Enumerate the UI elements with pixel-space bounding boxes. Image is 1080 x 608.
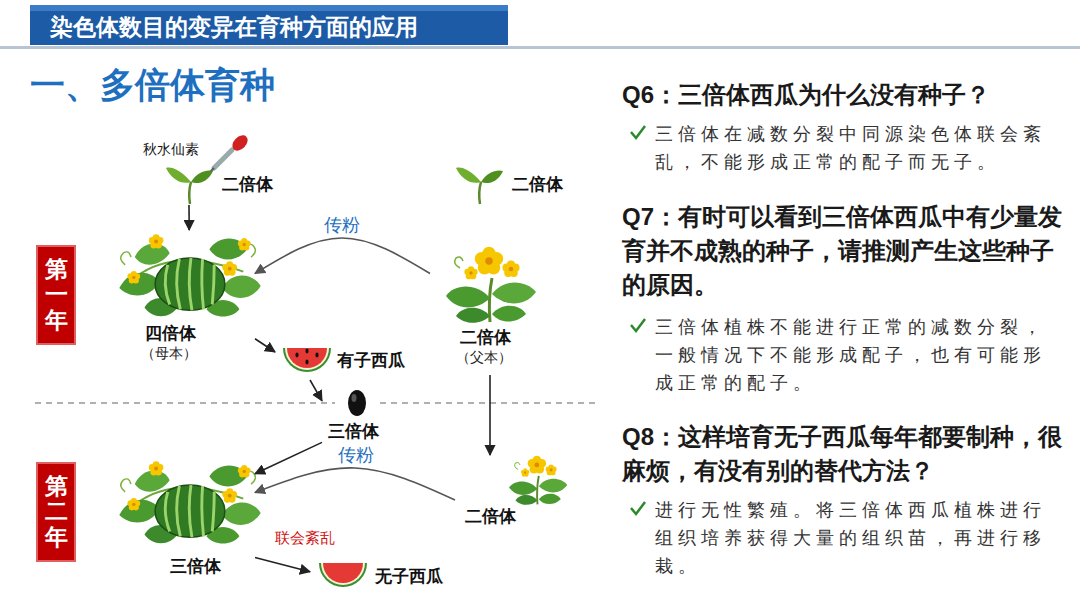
pollination-arc — [255, 468, 455, 500]
node-label: 三倍体 — [328, 420, 379, 443]
title-bar-shine — [30, 5, 508, 11]
year-badge: 第一年 — [36, 245, 76, 345]
flow-arrow — [188, 205, 190, 230]
dropper — [209, 132, 251, 173]
question: Q6：三倍体西瓜为什么没有种子？ — [622, 78, 1072, 112]
seedling-node: 二倍体 — [455, 160, 575, 205]
node-label: 二倍体 — [460, 326, 511, 349]
node-label: （父本） — [456, 349, 512, 367]
node-label: 二倍体 — [465, 505, 516, 528]
question: Q8：这样培育无子西瓜每年都要制种，很麻烦，有没有别的替代方法？ — [622, 420, 1072, 488]
annotation: 联会紊乱 — [275, 529, 335, 548]
question: Q7：有时可以看到三倍体西瓜中有少量发育并不成熟的种子，请推测产生这些种子的原因… — [622, 200, 1072, 302]
pollination-arc — [255, 238, 430, 274]
flow-arrow — [255, 339, 275, 352]
seed-shine — [352, 394, 357, 402]
section-heading: 一、多倍体育种 — [30, 62, 275, 109]
seedling — [166, 168, 213, 204]
flower-plant — [446, 247, 536, 323]
seedling — [456, 168, 503, 204]
answer: 进行无性繁殖。将三倍体西瓜植株进行组织培养获得大量的组织苗，再进行移栽。 — [655, 496, 1050, 580]
node-label: 四倍体 — [145, 322, 196, 345]
flow-arrow — [489, 375, 491, 455]
flower-plant — [509, 456, 567, 505]
edge-label: 传粉 — [335, 443, 377, 467]
seedless-slice — [319, 563, 367, 587]
tetraploid-plant: 四倍体（母本） — [115, 230, 255, 375]
node-label: 二倍体 — [512, 173, 563, 196]
title-rule — [0, 46, 1080, 49]
slide-title: 染色体数目的变异在育种方面的应用 — [50, 12, 418, 43]
flow-arrow — [310, 380, 322, 401]
reagent-label: 秋水仙素 — [143, 141, 199, 159]
node-label: （母本） — [141, 345, 197, 363]
triploid-plant: 三倍体 — [115, 455, 255, 580]
node-label: 无子西瓜 — [375, 565, 443, 588]
seed — [348, 390, 366, 416]
node-label: 二倍体 — [222, 173, 273, 196]
diploid-plant: 二倍体（父本） — [430, 230, 550, 375]
answer: 三倍体植株不能进行正常的减数分裂，一般情况下不能形成配子，也有可能形成正常的配子… — [655, 313, 1050, 397]
node-label: 第一年 — [45, 257, 68, 333]
answer: 三倍体在减数分裂中同源染色体联会紊乱，不能形成正常的配子而无子。 — [655, 120, 1050, 176]
edge-label: 传粉 — [321, 213, 363, 237]
year-badge: 第二年 — [36, 462, 76, 562]
diploid-plant: 二倍体 — [455, 455, 575, 545]
seeded-melon: 有子西瓜 — [275, 340, 415, 380]
seedling-node: 二倍体 — [165, 160, 285, 205]
node-label: 三倍体 — [170, 555, 221, 578]
seedless-melon: 无子西瓜 — [310, 555, 470, 597]
melon-plant — [119, 234, 260, 316]
seeded-slice — [283, 348, 331, 372]
year-divider — [35, 402, 600, 404]
flow-arrow — [255, 442, 322, 473]
flow-arrow — [255, 558, 310, 572]
title-bar — [30, 5, 508, 45]
melon-plant — [119, 461, 260, 543]
check-mark — [631, 126, 645, 514]
node-label: 第二年 — [45, 474, 68, 550]
node-label: 有子西瓜 — [337, 349, 405, 372]
